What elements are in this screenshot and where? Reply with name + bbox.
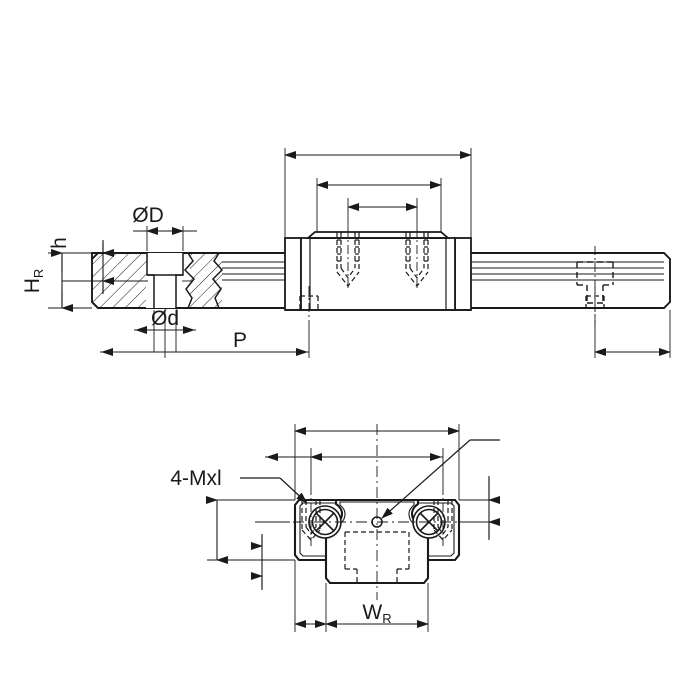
dimension-front-overall-width — [294, 424, 460, 500]
rail-end-counterbore-hidden — [576, 261, 614, 304]
dimension-rail-height-HR: HR — [21, 249, 92, 312]
dimension-front-left-offset — [294, 560, 327, 632]
dimension-rail-end-distance — [594, 310, 671, 358]
label-pitch-P: P — [233, 329, 247, 352]
front-view-group: 4-Mxl — [170, 424, 500, 632]
label-height-h: h — [48, 237, 71, 249]
rail-section-hatching — [84, 252, 224, 309]
carriage-block-side — [284, 231, 472, 311]
dimension-carriage-body — [316, 178, 442, 232]
side-view-group: ØD Ød h HR — [21, 148, 671, 358]
dimension-bore-D: ØD — [132, 204, 197, 251]
carriage-hole-centerlines — [347, 228, 418, 290]
rail-mounting-holes-hidden — [299, 295, 605, 310]
leader-thread-callout: 4-Mxl — [170, 467, 308, 504]
label-thread-callout: 4-Mxl — [170, 467, 221, 490]
dimension-hole-spacing — [347, 198, 418, 228]
label-rail-height-HR: HR — [21, 269, 46, 294]
leader-center-hole — [381, 439, 500, 519]
carriage-front-hole-centerlines — [310, 486, 444, 546]
dimension-front-carriage-height — [206, 496, 295, 564]
dimension-rail-width-WR: WR — [325, 583, 429, 632]
dimension-front-right-height — [459, 476, 500, 540]
dimension-front-lower-height — [251, 521, 290, 590]
label-rail-width-WR: WR — [362, 601, 391, 626]
dimension-carriage-overall — [284, 148, 472, 238]
dimension-front-hole-span — [265, 448, 444, 486]
rail-front-hidden-bore — [344, 531, 410, 583]
label-bore-D: ØD — [132, 204, 164, 227]
dimension-pitch-P: P — [100, 310, 310, 358]
